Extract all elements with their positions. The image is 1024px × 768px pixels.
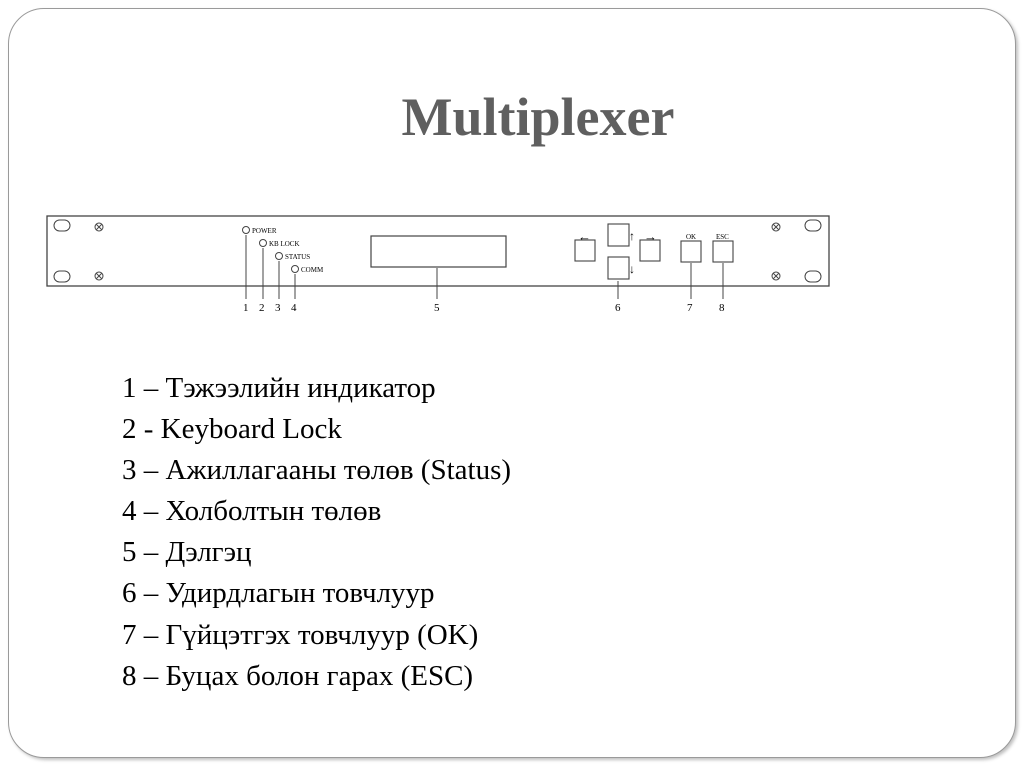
- led-label-comm: COMM: [301, 266, 324, 274]
- left-button: [574, 239, 596, 262]
- legend-item: 5 – Дэлгэц: [122, 536, 252, 569]
- down-button: [607, 256, 630, 280]
- callout-lines: [245, 235, 724, 299]
- right-button: [639, 239, 661, 262]
- esc-button: [712, 240, 734, 263]
- legend-list: 1 – Тэжээлийн индикатор 2 - Keyboard Loc…: [122, 368, 511, 697]
- mount-slot-bottom-right: [804, 270, 822, 283]
- callout-number: 3: [275, 302, 281, 314]
- lcd-display: [370, 235, 507, 268]
- led-label-kb-lock: KB LOCK: [269, 240, 300, 248]
- legend-item: 4 – Холболтын төлөв: [122, 495, 382, 528]
- mount-slot-top-right: [804, 219, 822, 232]
- callout-number: 5: [434, 302, 440, 314]
- callout-number: 8: [719, 302, 725, 314]
- ok-button: [680, 240, 702, 263]
- led-status-indicator: [275, 252, 283, 260]
- esc-button-label: ESC: [716, 233, 729, 241]
- callout-number: 4: [291, 302, 297, 314]
- screw-icon: [771, 271, 781, 281]
- legend-item: 2 - Keyboard Lock: [122, 413, 342, 446]
- left-arrow-icon: ←: [578, 229, 591, 244]
- callout-number: 2: [259, 302, 265, 314]
- slide-frame: [8, 8, 1016, 758]
- callout-number: 1: [243, 302, 249, 314]
- led-label-power: POWER: [252, 227, 277, 235]
- led-label-status: STATUS: [285, 253, 310, 261]
- callout-number: 6: [615, 302, 621, 314]
- legend-item: 1 – Тэжээлийн индикатор: [122, 372, 436, 404]
- callout-number: 7: [687, 302, 693, 314]
- screw-icon: [94, 271, 104, 281]
- mount-slot-top-left: [53, 219, 71, 232]
- panel-chassis: [46, 215, 830, 287]
- screw-icon: [771, 222, 781, 232]
- mount-slot-bottom-left: [53, 270, 71, 283]
- led-power-indicator: [242, 226, 250, 234]
- slide-title: Multiplexer: [401, 87, 675, 147]
- legend-item: 7 – Гүйцэтгэх товчлуур (OK): [122, 618, 479, 651]
- up-button: [607, 223, 630, 247]
- screw-icon: [94, 222, 104, 232]
- legend-item: 6 – Удирдлагын товчлуур: [122, 577, 435, 610]
- legend-item: 8 – Буцах болон гарах (ESC): [122, 659, 474, 692]
- legend-item: 3 – Ажиллагааны төлөв (Status): [122, 454, 512, 487]
- up-arrow-icon: ↑: [629, 229, 635, 243]
- led-kb-lock-indicator: [259, 239, 267, 247]
- right-arrow-icon: →: [644, 229, 657, 244]
- down-arrow-icon: ↓: [629, 262, 635, 276]
- ok-button-label: OK: [686, 233, 696, 241]
- led-comm-indicator: [291, 265, 299, 273]
